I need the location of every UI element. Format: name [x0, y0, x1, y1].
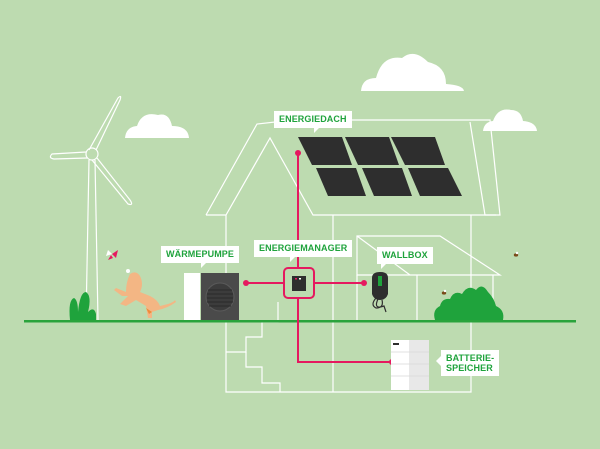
label-waermepumpe: WÄRMEPUMPE — [161, 246, 239, 268]
label-energiedach: ENERGIEDACH — [274, 111, 352, 133]
battery-storage-icon — [391, 340, 429, 390]
label-tail — [381, 264, 386, 269]
label-energiedach-text: ENERGIEDACH — [279, 114, 347, 124]
solar-panels — [298, 137, 462, 196]
ground-line — [24, 320, 576, 323]
bee-icon — [441, 289, 447, 295]
wallbox-charger-icon — [372, 272, 388, 313]
label-batteriespeicher: BATTERIE- SPEICHER — [436, 350, 500, 376]
label-tail — [290, 257, 295, 262]
solar-panel-icon — [362, 168, 412, 196]
energy-manager-icon — [283, 267, 315, 299]
solar-panel-icon — [298, 137, 352, 165]
label-batteriespeicher-line2: SPEICHER — [446, 363, 493, 373]
butterfly-icon — [106, 250, 118, 260]
connection-dot — [243, 280, 249, 286]
bush-icon — [69, 292, 96, 320]
label-waermepumpe-text: WÄRMEPUMPE — [166, 249, 234, 259]
solar-panel-icon — [345, 137, 399, 165]
heat-pump-icon — [184, 273, 239, 320]
cloud-icon — [483, 109, 537, 131]
connection-dot — [361, 280, 367, 286]
wind-turbine-icon — [49, 95, 133, 321]
label-wallbox-text: WALLBOX — [382, 250, 428, 260]
cloud-icon — [125, 114, 189, 138]
solar-panel-icon — [408, 168, 462, 196]
bush-icon — [434, 286, 504, 320]
label-tail — [314, 128, 319, 133]
label-tail — [436, 356, 441, 366]
label-batteriespeicher-line1: BATTERIE- — [446, 353, 495, 363]
connection-dot — [295, 150, 301, 156]
solar-panel-icon — [391, 137, 445, 165]
label-energiemanager: ENERGIEMANAGER — [254, 240, 353, 262]
cloud-icon — [361, 53, 464, 91]
label-tail — [201, 263, 206, 268]
dog-icon — [114, 269, 176, 318]
bee-icon — [513, 251, 519, 257]
label-wallbox: WALLBOX — [377, 247, 433, 269]
solar-panel-icon — [316, 168, 366, 196]
label-energiemanager-text: ENERGIEMANAGER — [259, 243, 348, 253]
